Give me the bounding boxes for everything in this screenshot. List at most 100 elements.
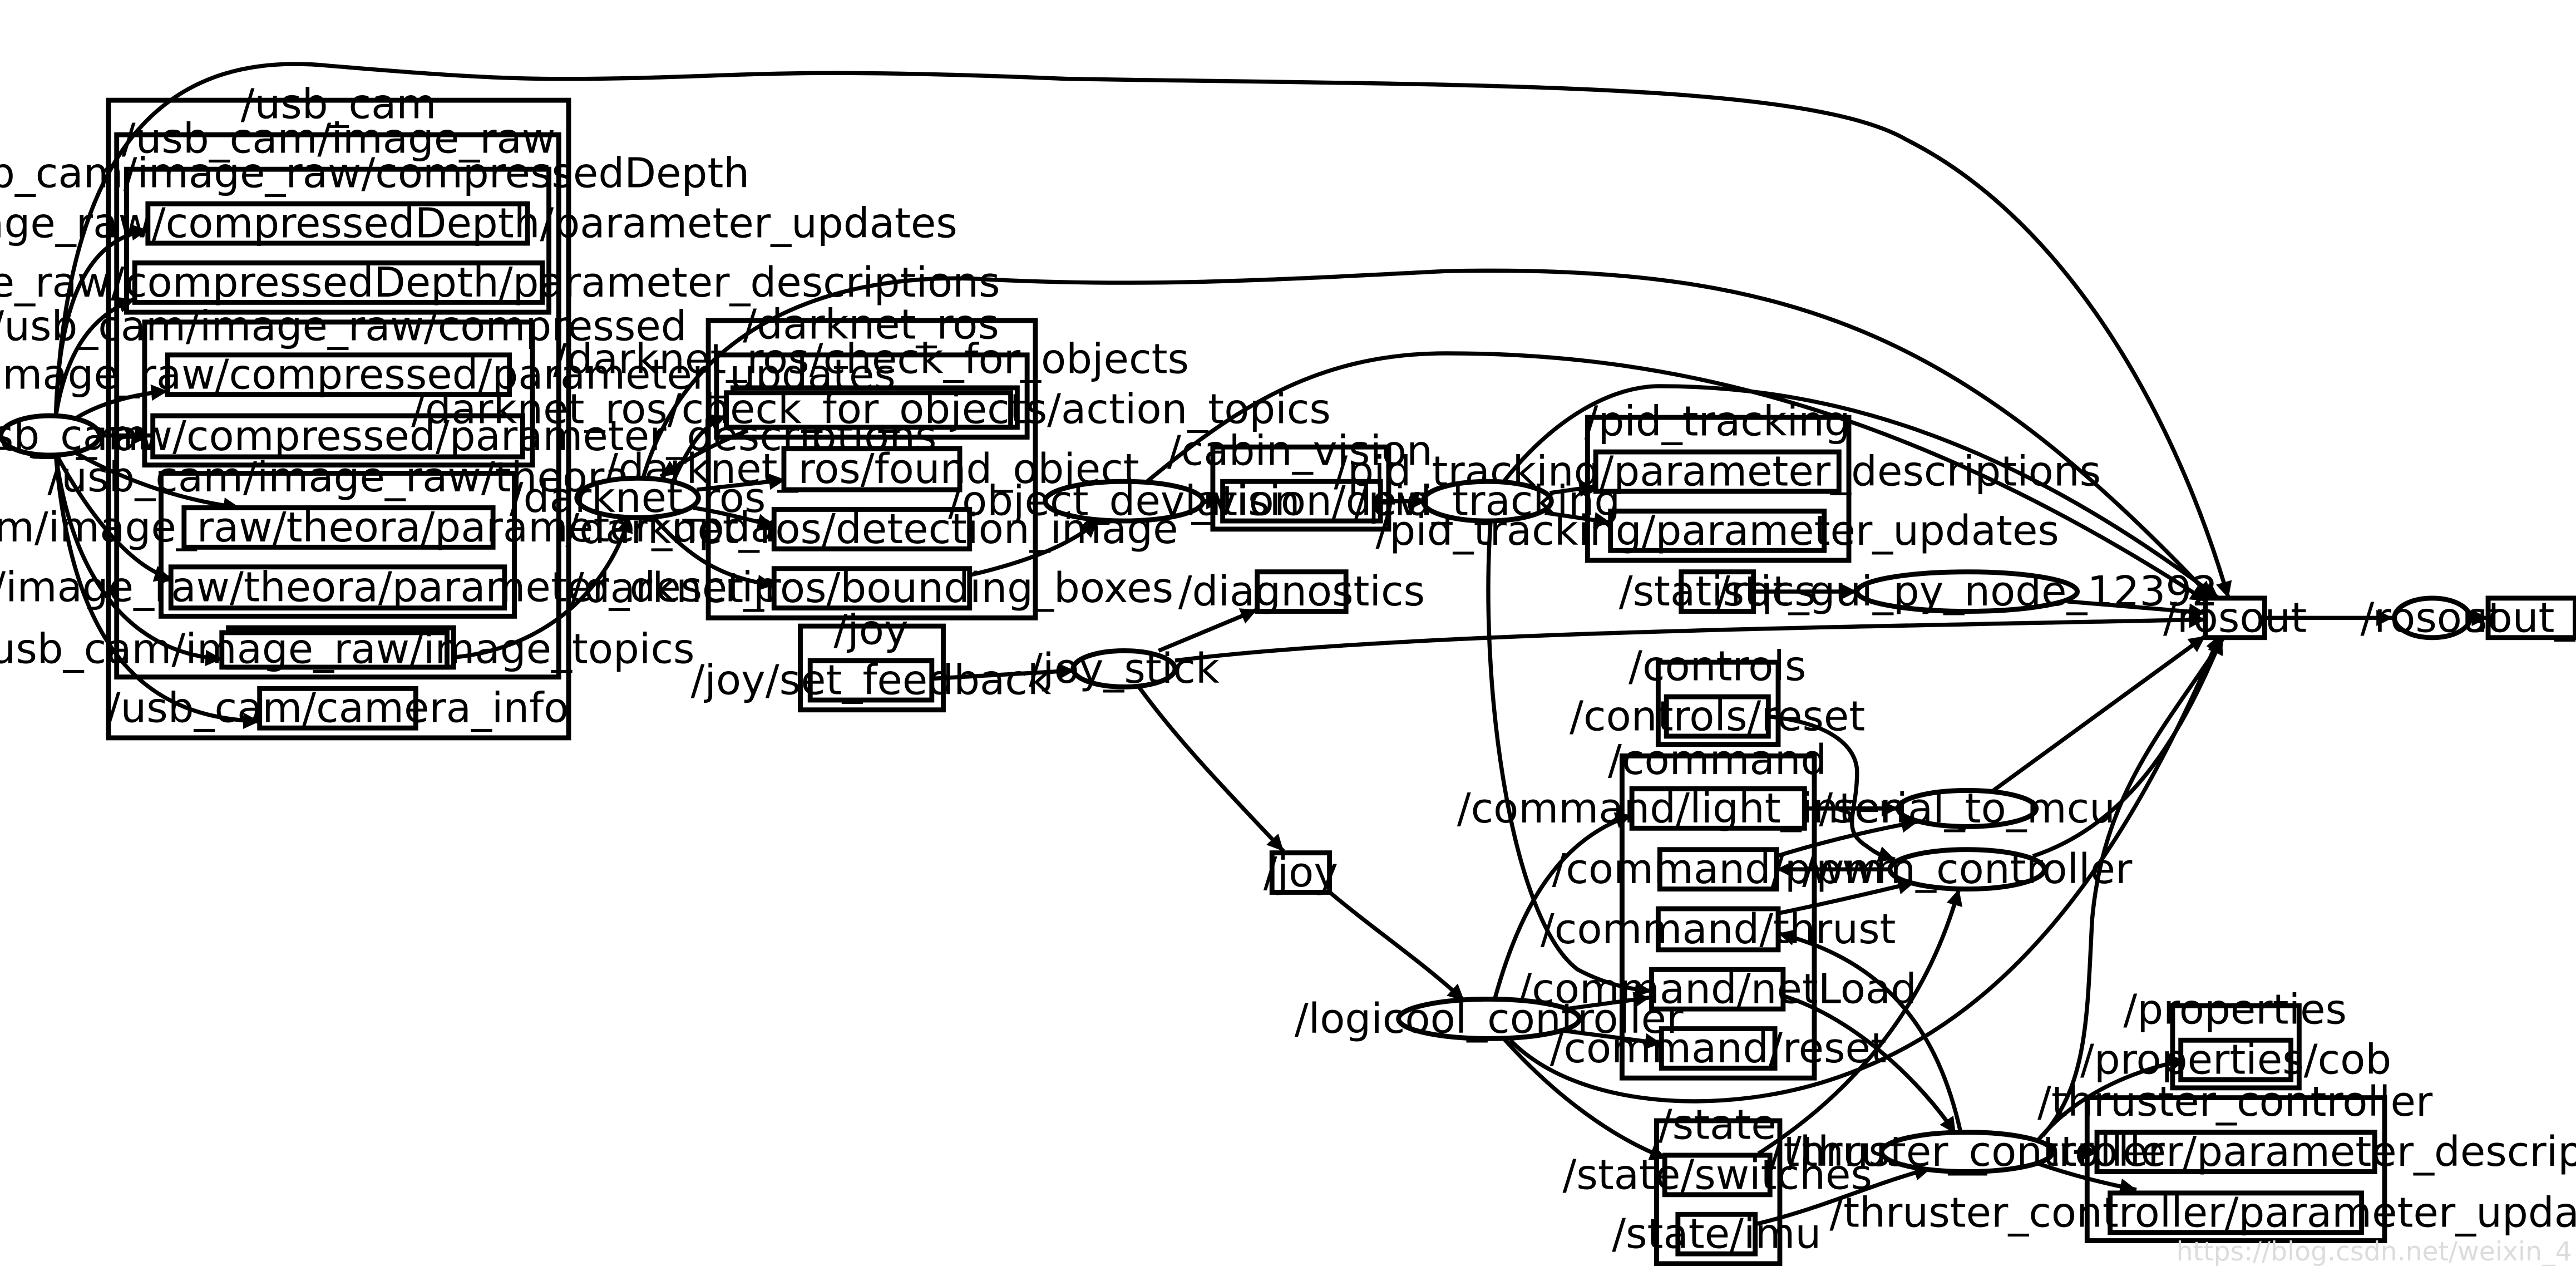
edge [1486,520,1652,998]
edge [2041,636,2225,1137]
topic-box[interactable]: /usb_cam/image_raw/compressedDepth/param… [0,259,1000,307]
edge [693,505,775,530]
cluster-command: /command [1608,736,1827,1081]
svg-text:/diagnostics: /diagnostics [1178,568,1425,615]
cluster-title: /pid_tracking [1585,398,1850,446]
svg-text:/darknet_ros/check_for_objects: /darknet_ros/check_for_objects/action_to… [411,385,1331,433]
edge [1561,1028,1662,1050]
svg-text:/serial_to_mcu: /serial_to_mcu [1819,785,2115,832]
edge [53,455,222,667]
edge [76,384,168,420]
edge [2032,637,2224,859]
topic-box[interactable]: /statistics [1619,568,1816,615]
edge [53,455,260,730]
node-ellipse[interactable]: /darknet_ros [510,474,766,522]
edge [1566,991,1651,1011]
cluster-controls: /controls [1628,643,1806,747]
edge [640,268,2214,600]
topic-box[interactable]: /diagnostics [1178,568,1425,615]
svg-text:/usb_cam/image_raw/compressedD: /usb_cam/image_raw/compressedDepth/param… [0,259,1000,307]
topic-stack[interactable]: /usb_cam/image_raw/image_topics [0,625,694,673]
topic-box[interactable]: /usb_cam/image_raw/compressedDepth/param… [0,200,958,248]
edge [1768,714,1896,863]
topic-box[interactable]: /state/imu [1612,1210,1821,1258]
topic-box[interactable]: /properties/cob [2080,1036,2391,1084]
node-ellipse[interactable]: /logicool_controller [1295,995,1684,1043]
topic-box[interactable]: /rosout [2163,594,2307,642]
svg-text:/pid_tracking: /pid_tracking [1354,477,1620,525]
svg-text:/rosout: /rosout [2361,594,2504,642]
topic-box[interactable]: /darknet_ros/bounding_boxes [570,564,1173,612]
cluster-title: /thruster_controller [2037,1078,2433,1126]
topic-stack[interactable]: /darknet_ros/check_for_objects/action_to… [411,385,1331,433]
topic-box[interactable]: /usb_cam/image_raw/theora/parameter_desc… [0,564,879,612]
topic-box[interactable]: /usb_cam/camera_info [107,684,569,732]
svg-text:/rqt_gui_py_node_12392: /rqt_gui_py_node_12392 [1716,568,2218,615]
topic-box[interactable]: /controls/reset [1570,693,1865,741]
svg-text:/usb_cam/image_raw/theora/para: /usb_cam/image_raw/theora/parameter_desc… [0,564,879,612]
topic-box[interactable]: /usb_cam/image_raw/theora/parameter_upda… [0,504,838,551]
topic-box[interactable]: /thruster_controller/parameter_updates [1829,1189,2576,1237]
svg-text:/command/reset: /command/reset [1550,1024,1887,1072]
svg-text:/joy_stick: /joy_stick [1029,645,1220,693]
topic-box[interactable]: /command/pwm [1552,845,1884,893]
topic-box[interactable]: /darknet_ros/found_object [604,445,1139,493]
topic-box[interactable]: /command/light_intensity [1457,785,1980,832]
svg-text:/darknet_ros/found_object: /darknet_ros/found_object [604,445,1139,493]
topic-box[interactable]: /command/thrust [1541,905,1896,953]
cluster-state: /state [1654,1101,1783,1266]
edge [652,516,774,592]
edge [1158,608,1259,653]
svg-text:/command/pwm: /command/pwm [1552,845,1884,893]
node-ellipse[interactable]: /object_deviation [948,477,1300,525]
node-ellipse[interactable]: /usb_cam [0,412,148,460]
topic-box[interactable]: /joy/set_feedback [690,657,1051,705]
cluster-title: /usb_cam/image_raw [122,115,555,163]
cluster-usb-cam: /usb_cam [106,81,571,741]
edge [53,62,2232,599]
topic-box[interactable]: /command/reset [1550,1024,1887,1072]
cluster-compressed-depth: /usb_cam/image_raw/compressedDepth [0,150,749,315]
edge [1492,812,1633,1003]
edge [1544,510,1611,529]
svg-text:/usb_cam/image_raw/image_topic: /usb_cam/image_raw/image_topics [0,625,694,673]
watermark-text: https://blog.csdn.net/weixin_4 [2177,1237,2572,1266]
cluster-title: /usb_cam/image_raw/theora [47,454,629,501]
topic-box[interactable]: /joy [1264,849,1338,896]
edge [1326,889,1466,1003]
edge [1992,634,2207,792]
node-ellipse[interactable]: /joy_stick [1029,645,1220,693]
edge [73,450,240,514]
node-ellipse[interactable]: /thruster_controller [1770,1128,2165,1176]
node-ellipse[interactable]: /pwm_controller [1802,845,2133,893]
edge [2067,599,2206,620]
svg-text:/state/imu: /state/imu [1612,1210,1821,1258]
svg-text:/pwm_controller: /pwm_controller [1802,845,2133,893]
node-ellipse[interactable]: /rosout [2361,594,2504,642]
topic-box[interactable]: /state/switches [1563,1151,1872,1199]
cluster-title: /properties [2123,986,2347,1034]
cluster-title: /joy [833,607,908,654]
cluster-check-for-objects: /darknet_ros/check_for_objects [553,335,1189,440]
graph-edges [53,62,2489,1226]
edge [1502,384,2220,600]
node-ellipse[interactable]: /rqt_gui_py_node_12392 [1716,568,2218,615]
cluster-thruster-controller: /thruster_controller [2037,1078,2433,1243]
node-ellipse[interactable]: /serial_to_mcu [1819,785,2115,832]
cluster-properties: /properties [2123,986,2347,1091]
cluster-title: /command [1608,736,1827,784]
svg-text:/usb_cam/camera_info: /usb_cam/camera_info [107,684,569,732]
edge [1776,878,1916,916]
svg-text:/logicool_controller: /logicool_controller [1295,995,1684,1043]
svg-text:/command/light_intensity: /command/light_intensity [1457,785,1980,832]
node-ellipse[interactable]: /pid_tracking [1354,477,1620,525]
edge [969,519,1099,578]
edge [1508,633,2222,1104]
edge [931,663,1075,681]
cluster-title: /usb_cam/image_raw/compressedDepth [0,150,749,198]
cluster-darknet-ros: /darknet_ros [705,301,1038,620]
cluster-title: /state [1659,1101,1776,1149]
svg-text:/usb_cam/image_raw/theora/para: /usb_cam/image_raw/theora/parameter_upda… [0,504,838,551]
topic-box[interactable]: /command/netLoad [1518,965,1917,1013]
